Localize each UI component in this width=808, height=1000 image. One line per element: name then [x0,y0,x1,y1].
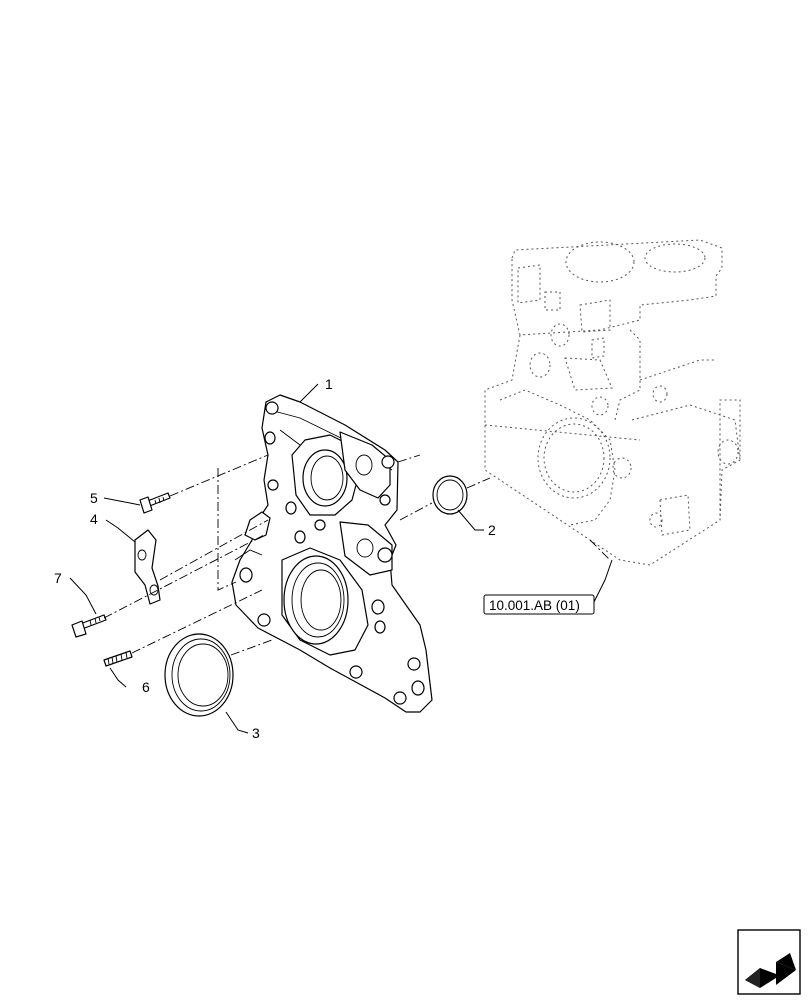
engine-block-phantom [484,239,741,566]
callout-7: 7 [54,570,62,586]
return-arrow-icon[interactable] [737,929,801,995]
bolt-5 [139,492,171,514]
crankshaft-seal [164,633,234,717]
explode-lines [103,454,611,656]
callout-1: 1 [325,376,333,392]
reference-link[interactable]: 10.001.AB (01) [483,594,595,615]
callout-6: 6 [142,679,150,695]
o-ring-small [432,475,468,515]
reference-label[interactable]: 10.001.AB (01) [489,598,580,613]
callout-5: 5 [90,490,98,506]
callout-4: 4 [90,511,98,527]
callout-2: 2 [488,522,496,538]
callout-3: 3 [252,725,260,741]
leader-lines [69,383,613,734]
bolt-7 [71,614,107,638]
timing-cover [231,394,433,713]
stud-6 [103,650,133,667]
bracket-4 [134,529,161,605]
